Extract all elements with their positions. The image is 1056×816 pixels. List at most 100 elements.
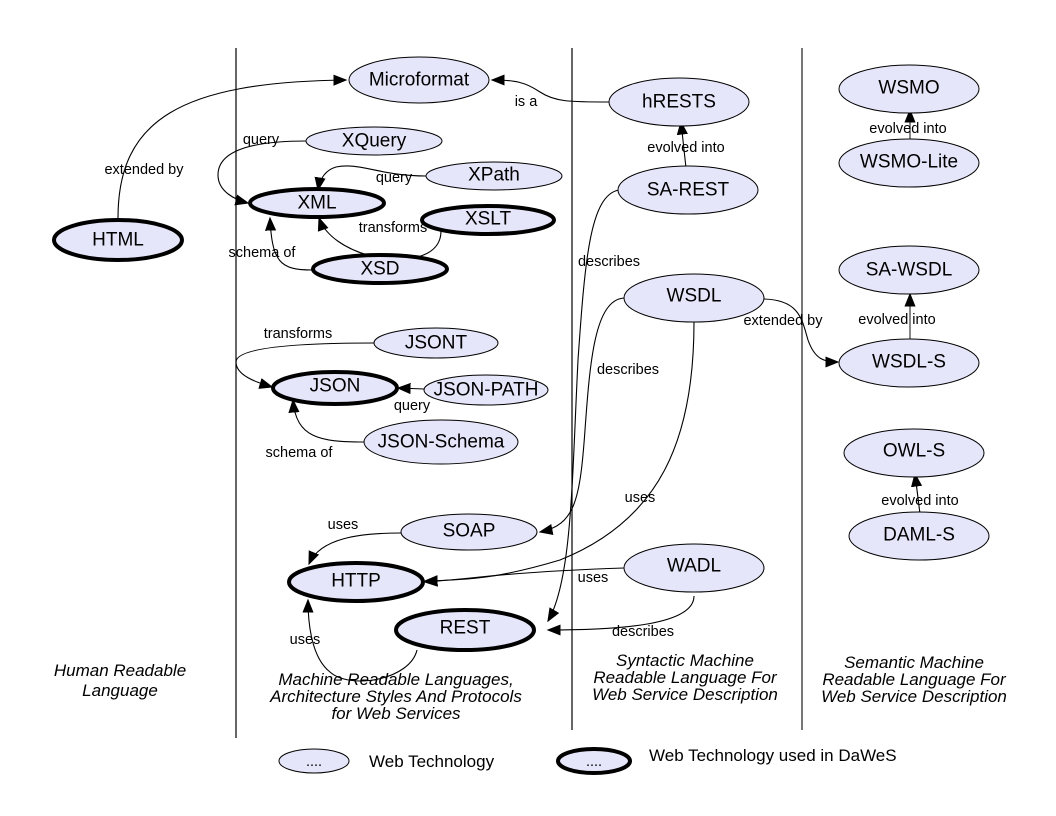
column-label-human: Human Readable Language [54, 661, 186, 700]
node-json[interactable]: JSON [271, 370, 399, 406]
legend-symbol-normal [278, 748, 350, 774]
edge-label: query [394, 398, 431, 414]
edge-wsdl-http [423, 321, 695, 587]
svg-text:DAML-S: DAML-S [883, 525, 955, 546]
edge-wsdl-wsdls [763, 298, 840, 368]
edge-rest-http [302, 598, 418, 682]
svg-text:JSON: JSON [310, 376, 361, 397]
edge-xsd-xml [264, 216, 313, 271]
svg-text:Human Readable: Human Readable [54, 661, 186, 680]
node-rest[interactable]: REST [394, 608, 536, 652]
legend-symbol-dawes [556, 747, 632, 775]
node-soap[interactable]: SOAP [400, 513, 538, 551]
svg-text:SOAP: SOAP [443, 521, 496, 542]
node-jsont[interactable]: JSONT [373, 327, 499, 359]
edge-wsdl-soap [538, 297, 625, 536]
svg-text:....: .... [586, 754, 602, 770]
svg-text:Architecture Styles And Protoc: Architecture Styles And Protocols [269, 687, 522, 706]
edge-xquery-xml [217, 140, 307, 206]
edge-jsonschema-json [288, 398, 365, 443]
svg-text:Web Service Description: Web Service Description [592, 685, 778, 704]
node-json-schema[interactable]: JSON-Schema [363, 419, 519, 465]
svg-text:JSON-Schema: JSON-Schema [378, 432, 505, 453]
svg-text:XSLT: XSLT [465, 209, 512, 230]
legend-item-web-technology: .... Web Technology [278, 748, 495, 774]
column-label-syntactic: Syntactic Machine Readable Language For … [592, 651, 778, 704]
node-wsmo[interactable]: WSMO [838, 64, 980, 114]
node-xpath[interactable]: XPath [425, 161, 563, 191]
svg-text:Syntactic Machine: Syntactic Machine [616, 651, 754, 670]
svg-text:hRESTS: hRESTS [642, 92, 716, 113]
svg-text:Machine Readable Languages,: Machine Readable Languages, [278, 670, 513, 689]
edge-label: uses [578, 570, 609, 586]
svg-text:SA-REST: SA-REST [647, 180, 730, 201]
svg-text:Web Technology used in DaWeS: Web Technology used in DaWeS [649, 746, 897, 765]
edge-hrests-microformat [490, 74, 611, 103]
svg-text:....: .... [306, 754, 322, 770]
edge-label: evolved into [858, 312, 935, 328]
edge-jsonpath-json [396, 382, 425, 395]
node-sa-rest[interactable]: SA-REST [617, 165, 759, 215]
node-http[interactable]: HTTP [287, 561, 425, 603]
edge-sarest-rest [547, 189, 620, 623]
edge-label: transforms [264, 326, 333, 342]
edge-label: schema of [229, 245, 297, 261]
svg-text:XML: XML [297, 193, 336, 214]
node-daml-s[interactable]: DAML-S [848, 511, 990, 561]
svg-text:Language: Language [82, 681, 158, 700]
svg-text:REST: REST [440, 618, 491, 639]
legend: .... Web Technology .... Web Technology … [278, 746, 897, 775]
legend-item-dawes: .... Web Technology used in DaWeS [556, 746, 897, 775]
edge-label: describes [597, 362, 659, 378]
edge-label: query [243, 132, 280, 148]
svg-text:Readable Language For: Readable Language For [822, 670, 1007, 689]
svg-text:Readable Language For: Readable Language For [593, 668, 778, 687]
svg-text:OWL-S: OWL-S [883, 441, 945, 462]
nodes: HTML Microformat XQuery XML XPath XSLT X… [52, 56, 990, 652]
svg-text:Web Technology: Web Technology [369, 752, 495, 771]
svg-text:JSON-PATH: JSON-PATH [434, 380, 539, 401]
node-html[interactable]: HTML [52, 218, 184, 262]
edge-label: extended by [104, 162, 184, 178]
edge-label: describes [578, 254, 640, 270]
edge-label: evolved into [869, 121, 946, 137]
node-xquery[interactable]: XQuery [305, 126, 443, 156]
edge-jsont-json [235, 342, 375, 389]
edge-label: uses [290, 632, 321, 648]
node-wsdl[interactable]: WSDL [623, 273, 765, 323]
edge-label: schema of [266, 445, 334, 461]
edge-label: extended by [743, 313, 823, 329]
edge-label: query [376, 170, 413, 186]
node-microformat[interactable]: Microformat [348, 56, 490, 104]
svg-text:Web Service Description: Web Service Description [821, 687, 1007, 706]
svg-text:XPath: XPath [468, 165, 520, 186]
node-wadl[interactable]: WADL [623, 543, 765, 593]
node-xslt[interactable]: XSLT [420, 204, 556, 236]
edges: extended by is a query query transforms … [104, 74, 959, 682]
node-wsmo-lite[interactable]: WSMO-Lite [838, 138, 980, 188]
edge-damls-owls [911, 472, 923, 515]
column-label-machine: Machine Readable Languages, Architecture… [269, 670, 522, 723]
node-owl-s[interactable]: OWL-S [843, 428, 985, 478]
edge-label: uses [328, 517, 359, 533]
edge-xpath-xml [314, 165, 427, 192]
svg-text:XSD: XSD [360, 259, 399, 280]
svg-text:XQuery: XQuery [342, 131, 407, 152]
node-hrests[interactable]: hRESTS [608, 77, 750, 127]
svg-text:Semantic Machine: Semantic Machine [844, 653, 984, 672]
edge-label: evolved into [881, 493, 958, 509]
node-json-path[interactable]: JSON-PATH [423, 374, 549, 406]
svg-text:WADL: WADL [667, 556, 721, 577]
node-sa-wsdl[interactable]: SA-WSDL [838, 245, 980, 295]
svg-text:HTML: HTML [92, 230, 144, 251]
svg-text:Microformat: Microformat [369, 70, 470, 91]
svg-text:HTTP: HTTP [331, 571, 381, 592]
edge-sarest-hrests [676, 120, 688, 169]
node-wsdl-s[interactable]: WSDL-S [838, 338, 980, 388]
node-xsd[interactable]: XSD [311, 253, 449, 285]
svg-text:for Web Services: for Web Services [331, 704, 461, 723]
edge-label: describes [612, 624, 674, 640]
svg-text:JSONT: JSONT [405, 333, 468, 354]
node-xml[interactable]: XML [248, 187, 386, 219]
svg-text:WSMO: WSMO [878, 78, 939, 99]
